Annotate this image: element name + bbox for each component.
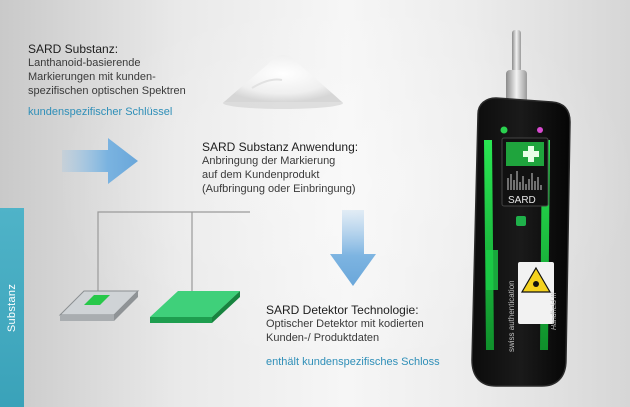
application-line-1: Anbringung der Markierung	[202, 154, 358, 168]
application-line-3: (Aufbringung oder Einbringung)	[202, 182, 358, 196]
device-brand-text: swiss authentication	[507, 280, 516, 352]
device-model-text: Handheld III	[551, 292, 558, 330]
marking-diagram	[54, 205, 250, 327]
section-sidebar-label-wrap: Substanz	[0, 208, 24, 407]
detector-line-1: Optischer Detektor mit kodierten	[266, 317, 440, 331]
application-heading: SARD Substanz Anwendung:	[202, 140, 358, 154]
detector-line-2: Kunden-/ Produktdaten	[266, 331, 440, 345]
substance-heading: SARD Substanz:	[28, 42, 186, 56]
right-arrow-icon	[62, 138, 138, 184]
substance-line-1: Lanthanoid-basierende	[28, 56, 186, 70]
detector-text-block: SARD Detektor Technologie: Optischer Det…	[266, 303, 440, 369]
application-line-2: auf dem Kundenprodukt	[202, 168, 358, 182]
down-arrow-icon	[330, 210, 376, 286]
substance-line-2: Markierungen mit kunden-	[28, 70, 186, 84]
section-sidebar-label: Substanz	[6, 283, 18, 331]
substance-text-block: SARD Substanz: Lanthanoid-basierende Mar…	[28, 42, 186, 119]
detector-heading: SARD Detektor Technologie:	[266, 303, 440, 317]
substance-line-3: spezifischen optischen Spektren	[28, 84, 186, 98]
substance-key: kundenspezifischer Schlüssel	[28, 105, 186, 119]
application-text-block: SARD Substanz Anwendung: Anbringung der …	[202, 140, 358, 196]
device-screen-label: SARD	[508, 195, 536, 206]
detector-key: enthält kundenspezifisches Schloss	[266, 355, 440, 369]
handheld-detector-device: SARD swiss authentication Handheld III	[456, 30, 578, 402]
powder-pile-image	[222, 48, 344, 110]
